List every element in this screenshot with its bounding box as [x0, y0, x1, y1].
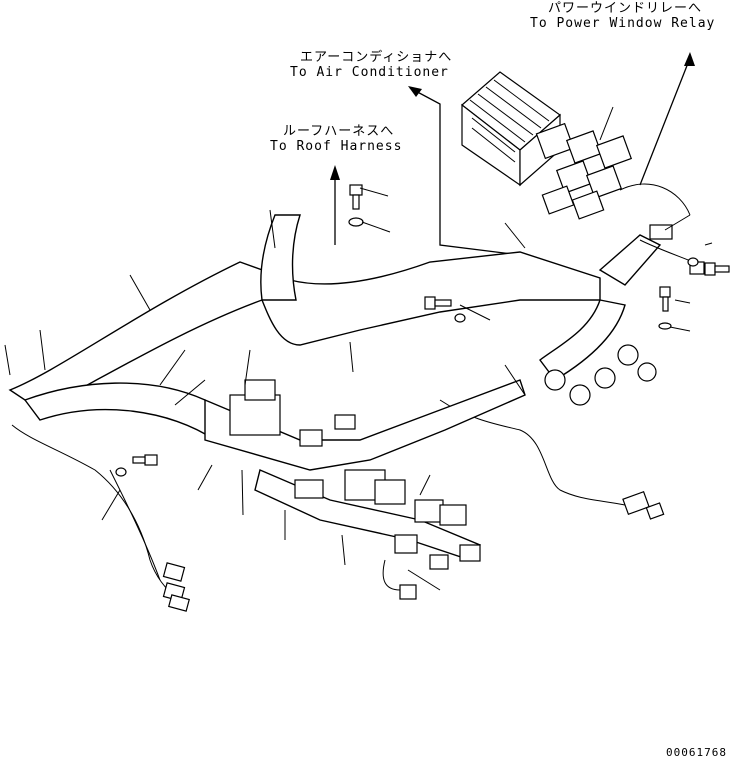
lead-wire-right	[439, 399, 665, 520]
arrow-to-power-window-relay	[639, 52, 695, 186]
arrow-to-roof-harness	[330, 165, 340, 245]
air-conditioner-label-en: To Air Conditioner	[290, 65, 449, 80]
right-branch-harness	[539, 183, 705, 406]
bolts-and-washers	[115, 184, 730, 477]
main-harness-trunk	[8, 214, 601, 601]
fuse-relay-box	[461, 71, 633, 220]
roof-harness-label-jp: ルーフハーネスへ	[283, 124, 395, 139]
power-window-label-jp: パワーウインドリレーへ	[548, 1, 703, 16]
leader-lines	[4, 106, 713, 591]
air-conditioner-label-jp: エアーコンディショナへ	[300, 50, 453, 65]
roof-harness-label-en: To Roof Harness	[270, 139, 403, 154]
drawing-number: 00061768	[666, 746, 727, 759]
lower-center-harness	[204, 379, 526, 600]
power-window-label-en: To Power Window Relay	[530, 16, 716, 31]
bottom-left-connectors	[162, 562, 190, 612]
arrow-to-air-conditioner	[408, 86, 521, 256]
